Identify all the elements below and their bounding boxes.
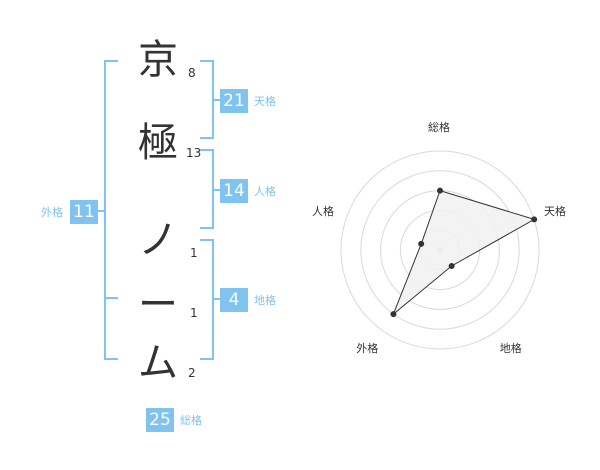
chikaku-value: 4 [220,288,248,312]
name-char-4: ー [138,282,178,328]
radar-points [390,187,538,318]
gaikaku-value: 11 [70,200,98,224]
soukaku-label: 総格 [180,414,202,427]
radar-ring-4 [360,170,520,330]
stroke-count-5: 2 [188,366,196,380]
radar-axis-label-1: 天格 [544,205,567,219]
stroke-count-1: 8 [188,66,196,80]
chikaku-label: 地格 [254,294,276,307]
name-char-2: 極 [138,120,178,166]
chikaku-connector [212,298,220,300]
radar-point-2 [448,263,455,270]
radar-point-3 [390,311,397,318]
radar-point-0 [437,187,443,194]
gaikaku-label: 外格 [41,206,63,219]
jinkaku-connector [212,189,220,191]
name-char-3: ノ [138,217,178,263]
name-char-1: 京 [138,37,178,83]
jinkaku-value: 14 [220,179,248,203]
radar-point-4 [418,240,425,247]
radar-ring-5 [340,150,540,350]
jinkaku-label: 人格 [254,185,276,198]
gaikaku-bracket-divider [104,297,118,299]
stroke-count-3: 1 [190,246,198,260]
radar-axis-label-4: 人格 [311,205,334,219]
tenkaku-value: 21 [220,89,248,113]
soukaku-value: 25 [146,408,174,432]
stroke-count-4: 1 [190,306,198,320]
radar-axis-label-2: 地格 [499,341,522,355]
gaikaku-connector [98,210,106,212]
radar-axis-label-0: 総格 [428,121,450,134]
radar-axis-label-3: 外格 [356,341,379,355]
radar-series [392,189,536,315]
radar-point-1 [531,216,538,223]
name-char-5: ム [138,340,178,386]
radar-polygon [392,189,536,315]
stroke-count-2: 13 [186,146,202,160]
tenkaku-connector [212,99,220,101]
tenkaku-label: 天格 [254,95,276,108]
